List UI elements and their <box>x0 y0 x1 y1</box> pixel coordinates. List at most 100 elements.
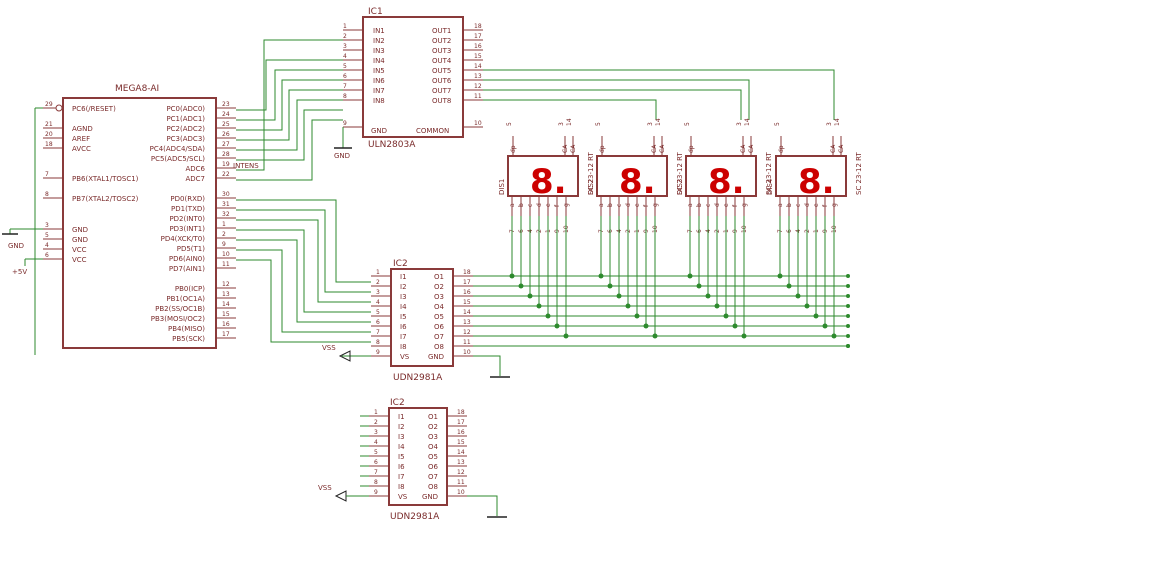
ic1-out-label: OUT5 <box>432 67 451 75</box>
ic1-out-pin-number: 13 <box>474 73 482 80</box>
ic2b-out-label: O2 <box>428 423 438 431</box>
mcu-right-label: PC0(ADC0) <box>166 105 205 113</box>
mcu-right-pin-number: 30 <box>222 191 230 198</box>
display-seg-label: d <box>714 203 721 207</box>
display-seg-label: a <box>777 203 784 207</box>
mcu-left-pin-number: 7 <box>45 171 49 178</box>
ic1-out-label: OUT2 <box>432 37 451 45</box>
ic2b-out-label: O7 <box>428 473 438 481</box>
ic1-in-pin-number: 4 <box>343 53 347 60</box>
mcu-left-pin-number: 5 <box>45 232 49 239</box>
ic2b-name: IC2 <box>390 398 405 408</box>
ic1-in-label: IN8 <box>373 97 385 105</box>
display-digit: 8. <box>619 162 656 202</box>
mcu-right-pin-number: 9 <box>222 241 226 248</box>
ic2-out-label: GND <box>428 353 444 361</box>
ic1-out-label: OUT3 <box>432 47 451 55</box>
mcu-left-label: PB6(XTAL1/TOSC1) <box>72 175 139 183</box>
ic2b-in-label: I6 <box>398 463 405 471</box>
ic2-in-pin-number: 3 <box>376 289 380 296</box>
ic1-in-label: IN5 <box>373 67 385 75</box>
ic1-in-pin-number: 2 <box>343 33 347 40</box>
ic2-out-label: O4 <box>434 303 445 311</box>
bus-mcu-ic2 <box>236 199 371 343</box>
display-seg-label: e <box>723 203 730 207</box>
mcu-right-label: PD2(INT0) <box>169 215 205 223</box>
mcu-left-label: VCC <box>72 256 87 264</box>
display-seg-label: e <box>545 203 552 207</box>
display-seg-label: d <box>536 203 543 207</box>
mcu-right-pin-number: 32 <box>222 211 230 218</box>
ic2b-out-label: O8 <box>428 483 438 491</box>
display-part: SC 23-12 RT <box>765 152 773 195</box>
display-seg-label: d <box>625 203 632 207</box>
ic1-in-label: IN3 <box>373 47 385 55</box>
ic2b-in-pin-number: 4 <box>374 439 378 446</box>
ic2-in-label: I5 <box>400 313 407 321</box>
mcu-right-pin-number: 24 <box>222 111 230 118</box>
display-name: DIS4 <box>766 178 774 195</box>
display-seg-label: a <box>598 203 605 207</box>
ic2-out-pin-number: 16 <box>463 289 471 296</box>
display-top-pin-label: dp <box>510 145 517 153</box>
mcu-right-pin-number: 27 <box>222 141 230 148</box>
display-seg-label: b <box>696 203 703 207</box>
display-part: SC 23-12 RT <box>855 152 863 195</box>
ic1-in-label: IN6 <box>373 77 385 85</box>
display-seg-label: c <box>616 204 623 207</box>
mcu-right-pin-number: 11 <box>222 261 230 268</box>
mcu-right-pin-number: 28 <box>222 151 230 158</box>
ic2b-in-label: I8 <box>398 483 405 491</box>
mcu-right-label: PB0(ICP) <box>175 285 205 293</box>
ic2b-out-label: O5 <box>428 453 438 461</box>
ic2-out-label: O1 <box>434 273 444 281</box>
ic1-in-pin-number: 6 <box>343 73 347 80</box>
ic1-output-pins: 18OUT117OUT216OUT315OUT414OUT513OUT612OU… <box>432 23 483 105</box>
display-top-pin-label: CA <box>748 144 755 153</box>
display-top-pin-label: CA <box>740 144 747 153</box>
ic2b-in-pin-number: 3 <box>374 429 378 436</box>
ic2b-in-pin-number: 1 <box>374 409 378 416</box>
display-top-pin-number: 14 <box>744 118 751 126</box>
mcu-right-pins: 23PC0(ADC0)24PC1(ADC1)25PC2(ADC2)26PC3(A… <box>150 101 236 343</box>
ic1-out-pin-number: 18 <box>474 23 482 30</box>
ic2b-in-label: I3 <box>398 433 405 441</box>
mcu-right-pin-number: 12 <box>222 281 230 288</box>
display-seg-label: f <box>554 204 561 207</box>
mcu-right-label: PC5(ADC5/SCL) <box>151 155 205 163</box>
mcu-right-pin-number: 25 <box>222 121 230 128</box>
mcu-right-pin-number: 22 <box>222 171 230 178</box>
mcu-right-label: PB5(SCK) <box>172 335 205 343</box>
ic2-out-label: O2 <box>434 283 444 291</box>
mcu-right-label: ADC7 <box>185 175 205 183</box>
mcu-right-pin-number: 16 <box>222 321 230 328</box>
mcu-right-pin-number: 2 <box>222 231 226 238</box>
mcu-left-pin-number: 6 <box>45 252 49 259</box>
ic2b-part: UDN2981A <box>390 512 440 522</box>
display-top-pin-number: 5 <box>506 122 513 126</box>
ic1-in-pin-number: 5 <box>343 63 347 70</box>
ic2b-in-label: VS <box>398 493 408 501</box>
ic2b-out-label: O4 <box>428 443 439 451</box>
mcu-right-label: PB1(OC1A) <box>166 295 205 303</box>
ic1-out-label: OUT4 <box>432 57 452 65</box>
ic2-out-pin-number: 13 <box>463 319 471 326</box>
ic2-out-pin-number: 11 <box>463 339 471 346</box>
mcu-vcc-net: +5V <box>12 268 27 276</box>
display-seg-label: e <box>634 203 641 207</box>
ic1-body <box>362 16 464 138</box>
display-top-pin-label: CA <box>659 144 666 153</box>
display-digit: 8. <box>708 162 745 202</box>
display-top-pin-number: 3 <box>736 122 743 126</box>
mcu-right-label: PC1(ADC1) <box>166 115 205 123</box>
ic2b-out-pin-number: 18 <box>457 409 465 416</box>
ic2-in-label: I4 <box>400 303 407 311</box>
mcu-left-label: PB7(XTAL2/TOSC2) <box>72 195 139 203</box>
